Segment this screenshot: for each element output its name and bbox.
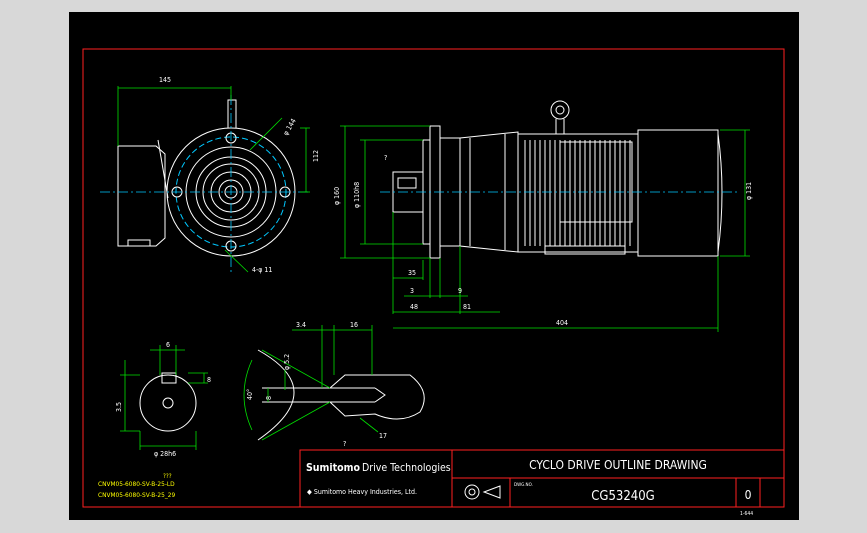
callout-q1: ?	[384, 154, 387, 162]
center-hole-detail	[257, 349, 425, 441]
part-list-line-1: CNVM05-6080-SV-B-25-LD	[98, 480, 175, 488]
dim-48: 48	[410, 303, 418, 311]
dim-phi160: φ 160	[333, 187, 341, 205]
model-label: DWG.NO.	[514, 482, 533, 488]
dim-35: 35	[408, 269, 416, 277]
dim-112: 112	[312, 150, 320, 162]
model-number: CG53240G	[591, 489, 655, 504]
dim-phi131: φ 131	[745, 182, 753, 200]
part-list-line-2: CNVM05-6080-SV-B-25_29	[98, 491, 175, 499]
dim-phi5-2: φ 5.2	[283, 354, 291, 370]
dim-6: 6	[166, 341, 170, 349]
dim-phi28h6: φ 28h6	[154, 450, 176, 458]
dim-3-5: 3.5	[115, 402, 123, 412]
logo-sumitomo: Sumitomo	[306, 462, 360, 474]
front-dimensions	[117, 86, 310, 273]
logo-drive-technologies: Drive Technologies	[362, 462, 451, 474]
dim-145: 145	[159, 76, 171, 84]
dim-8-key: 8	[207, 376, 211, 384]
dim-3-4: 3.4	[296, 321, 306, 329]
title-block	[299, 449, 785, 508]
front-center-lines	[100, 95, 310, 275]
company-name: ◆ Sumitomo Heavy Industries, Ltd.	[307, 488, 417, 496]
dim-16: 16	[350, 321, 358, 329]
drawing-title: CYCLO DRIVE OUTLINE DRAWING	[529, 458, 707, 472]
dim-81: 81	[463, 303, 471, 311]
sheet-number: 1-644	[740, 511, 753, 517]
part-list-tag: ???	[163, 473, 172, 480]
side-dimensions	[340, 125, 750, 332]
dim-phi110h8: φ 110h8	[353, 182, 361, 208]
dim-404: 404	[556, 319, 568, 327]
projection-symbol	[464, 484, 501, 500]
drawing-canvas	[69, 12, 799, 520]
angle-arc	[243, 359, 253, 431]
dim-17: 17	[379, 432, 387, 440]
shaft-section	[139, 372, 197, 432]
dim-8: 8	[265, 396, 273, 400]
center-hole-dimensions	[261, 325, 379, 441]
callout-q2: ?	[343, 440, 346, 448]
dim-40deg: 40°	[246, 389, 254, 400]
shaft-dimensions	[120, 345, 208, 450]
dim-4phi11: 4-φ 11	[252, 266, 272, 274]
revision: 0	[745, 488, 752, 502]
dim-9: 9	[458, 287, 462, 295]
dim-3: 3	[410, 287, 414, 295]
